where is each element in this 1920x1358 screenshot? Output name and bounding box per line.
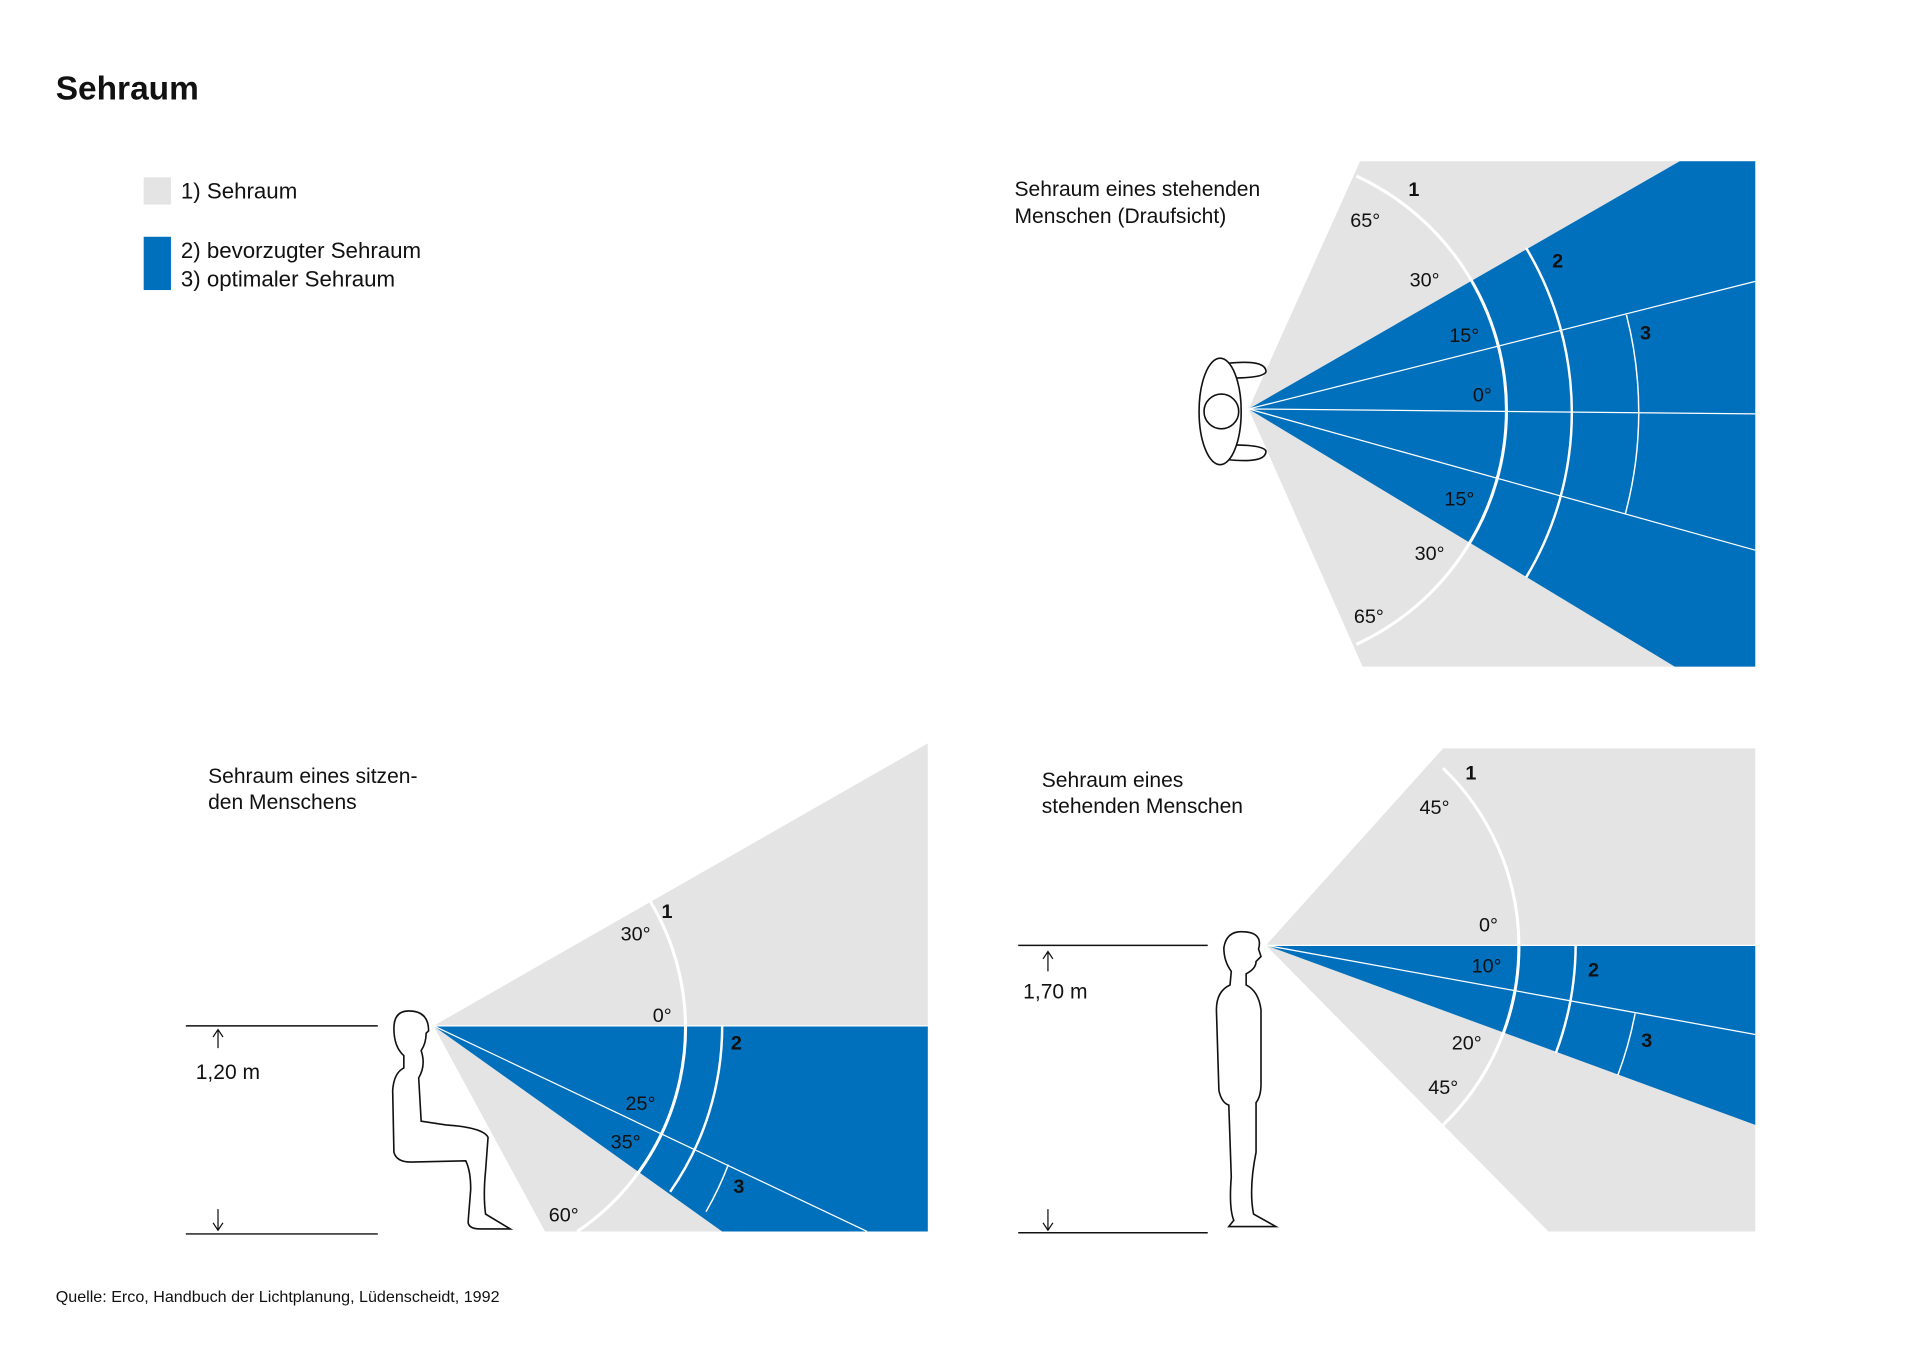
arc-zone-2 [1525, 247, 1574, 579]
legend-label: 1) Sehraum [181, 178, 297, 203]
angle-label: 0° [653, 1005, 672, 1027]
angle-label: 45° [1420, 797, 1450, 819]
angle-label: 20° [1452, 1032, 1482, 1054]
legend-swatch-sehraum [143, 177, 171, 205]
angle-label: 60° [549, 1205, 579, 1227]
arc-zone-1 [1355, 174, 1509, 646]
angle-label: 0° [1479, 915, 1498, 937]
arrow-down-icon [1042, 1209, 1054, 1232]
arrow-down-icon [212, 1209, 224, 1232]
caption: Sehraum eines sitzen- [208, 765, 417, 788]
zone-number: 2 [1588, 959, 1599, 981]
source-note: Quelle: Erco, Handbuch der Lichtplanung,… [56, 1288, 500, 1306]
zone-number: 3 [1640, 323, 1651, 345]
zone-number: 3 [733, 1176, 744, 1198]
seated-person-icon [391, 1010, 514, 1230]
caption: Sehraum eines stehenden [1015, 178, 1261, 201]
arrow-up-icon [1042, 950, 1054, 972]
angle-label: 65° [1350, 210, 1380, 232]
zone-number: 1 [661, 901, 672, 923]
angle-label: 10° [1472, 956, 1502, 978]
seated-diagram: 1,20 m Sehraum eines sitzen- den Mensche… [185, 743, 928, 1235]
person-top-view-icon [1198, 357, 1267, 466]
zone-bevorzugt [1248, 161, 1756, 667]
standing-person-icon [1215, 930, 1279, 1228]
zone-number: 1 [1465, 762, 1476, 784]
zone-number: 2 [731, 1032, 742, 1054]
arrow-up-icon [212, 1028, 224, 1049]
zone-number: 2 [1552, 251, 1563, 273]
angle-label: 15° [1444, 489, 1474, 511]
zone-number: 1 [1408, 179, 1419, 201]
angle-label: 35° [611, 1131, 641, 1153]
zone-number: 3 [1641, 1030, 1652, 1052]
caption: Sehraum eines [1042, 769, 1184, 792]
angle-label: 15° [1449, 325, 1479, 347]
angle-label: 30° [1415, 543, 1445, 565]
caption: den Menschens [208, 791, 357, 814]
height-label: 1,20 m [196, 1061, 260, 1084]
angle-label: 45° [1428, 1077, 1458, 1099]
caption: stehenden Menschen [1042, 795, 1243, 818]
angle-label: 30° [1410, 269, 1440, 291]
legend-label: 3) optimaler Sehraum [181, 266, 395, 291]
angle-label: 25° [626, 1093, 656, 1115]
standing-diagram: 1,70 m Sehraum eines stehenden Menschen … [1018, 748, 1756, 1234]
angle-label: 65° [1354, 606, 1384, 628]
angle-label: 0° [1473, 385, 1492, 407]
legend-swatch-bevorzugt [143, 236, 171, 291]
height-label: 1,70 m [1023, 981, 1087, 1004]
legend-label: 2) bevorzugter Sehraum [181, 238, 421, 263]
top-view-diagram: Sehraum eines stehenden Menschen (Draufs… [1015, 161, 1756, 667]
page-title: Sehraum [56, 70, 199, 107]
angle-label: 30° [621, 923, 651, 945]
arc-zone-3 [1624, 314, 1640, 515]
caption: Menschen (Draufsicht) [1015, 205, 1227, 228]
